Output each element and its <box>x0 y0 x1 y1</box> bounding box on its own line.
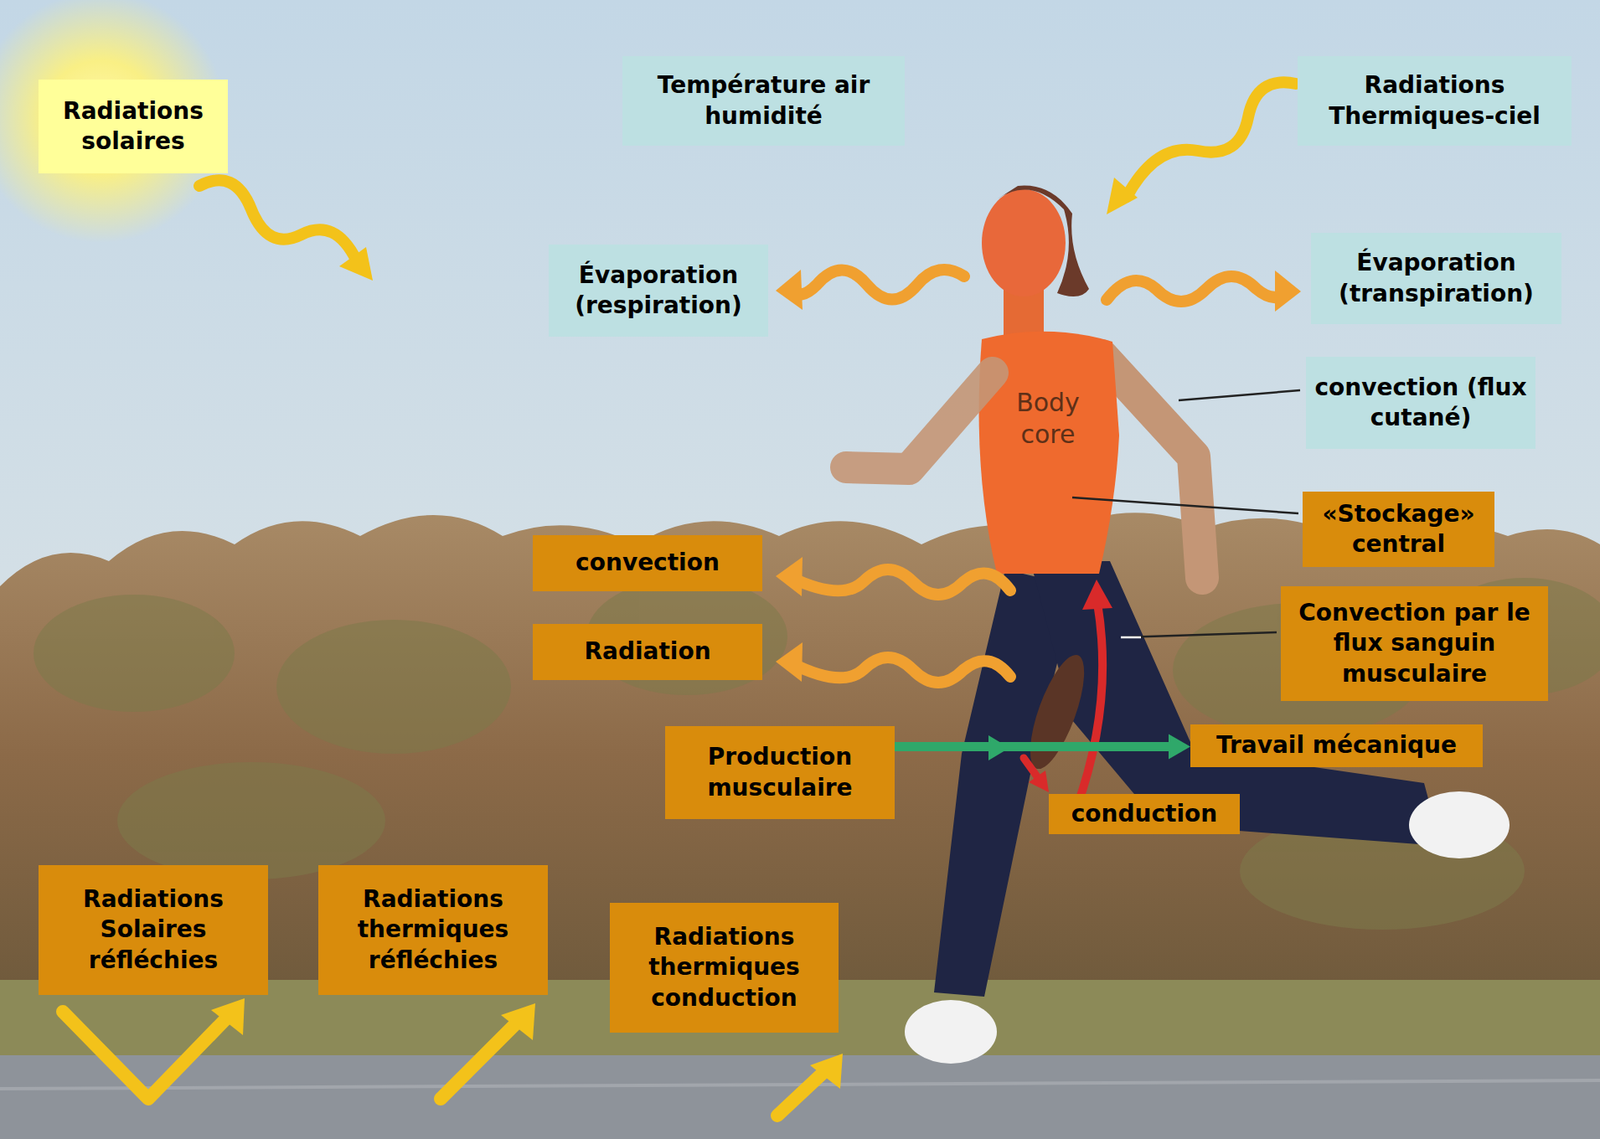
text-box: Évaporation (transpiration) <box>1310 232 1562 325</box>
text-box: Convection par le flux sanguin musculair… <box>1280 586 1549 702</box>
arrowhead <box>775 642 803 682</box>
box-label: conduction <box>1071 799 1219 830</box>
text-box: «Stockage» central <box>1302 491 1495 568</box>
thigh-muscle <box>1019 649 1096 775</box>
text-box: Radiations solaires <box>38 79 228 174</box>
shoe <box>1409 791 1510 859</box>
arrowhead <box>1168 734 1191 760</box>
shoe <box>904 1000 997 1064</box>
arrowhead <box>1028 770 1049 793</box>
text-box: convection <box>532 535 763 592</box>
text-box: Température air humidité <box>622 56 905 146</box>
arrowhead <box>775 557 803 597</box>
arrowhead <box>1106 177 1138 215</box>
heat-loss-arrow <box>791 269 1286 683</box>
box-label: Température air humidité <box>630 70 897 132</box>
foliage <box>33 578 1600 930</box>
box-label: «Stockage» central <box>1310 499 1487 561</box>
arrowhead <box>775 269 803 310</box>
leader-line <box>1120 636 1141 640</box>
box-label: Radiation <box>583 636 711 667</box>
box-label: Évaporation (transpiration) <box>1319 247 1554 310</box>
road <box>0 1055 1600 1139</box>
conduction-arrow <box>1023 758 1039 780</box>
hair <box>996 185 1090 297</box>
box-label: convection <box>575 547 720 579</box>
box-label: Radiations thermiques réfléchies <box>326 884 540 976</box>
arrowhead <box>1082 579 1113 610</box>
arrowhead <box>211 998 245 1036</box>
box-label: Radiations solaires <box>46 96 220 158</box>
box-label: Évaporation (respiration) <box>557 260 760 322</box>
box-label: Travail mécanique <box>1216 730 1457 761</box>
arrowhead <box>810 1053 843 1090</box>
text-box: Évaporation (respiration) <box>548 244 769 337</box>
text-box: Radiations Thermiques-ciel <box>1297 56 1572 146</box>
text-box: Travail mécanique <box>1190 724 1483 768</box>
front-arm <box>846 372 993 470</box>
head <box>981 189 1066 297</box>
text-box: Radiations thermiques conduction <box>609 903 839 1033</box>
text-box: Radiations Solaires réfléchies <box>38 865 269 996</box>
box-label: Production musculaire <box>673 742 887 804</box>
text-box: Radiations thermiques réfléchies <box>318 865 548 996</box>
leader-line <box>1072 390 1301 638</box>
arrowhead <box>1274 270 1301 312</box>
arrowhead <box>339 247 373 281</box>
text-box: conduction <box>1048 794 1240 835</box>
text-box: convection (flux cutané) <box>1305 356 1536 450</box>
box-label: Radiations Solaires réfléchies <box>46 884 260 976</box>
connector-line <box>894 742 1174 752</box>
box-label: Convection par le flux sanguin musculair… <box>1289 598 1540 690</box>
text-box: Radiation <box>532 624 763 681</box>
box-label: convection (flux cutané) <box>1314 372 1528 434</box>
box-label: Radiations thermiques conduction <box>618 922 831 1014</box>
sun <box>0 0 227 243</box>
box-label: Radiations Thermiques-ciel <box>1305 70 1564 132</box>
work-arrow <box>894 734 1191 760</box>
blood-flow-arrow <box>1076 603 1103 809</box>
arrowhead <box>500 1003 536 1041</box>
body-label: Body core <box>988 387 1108 450</box>
text-box: Production musculaire <box>665 726 895 820</box>
